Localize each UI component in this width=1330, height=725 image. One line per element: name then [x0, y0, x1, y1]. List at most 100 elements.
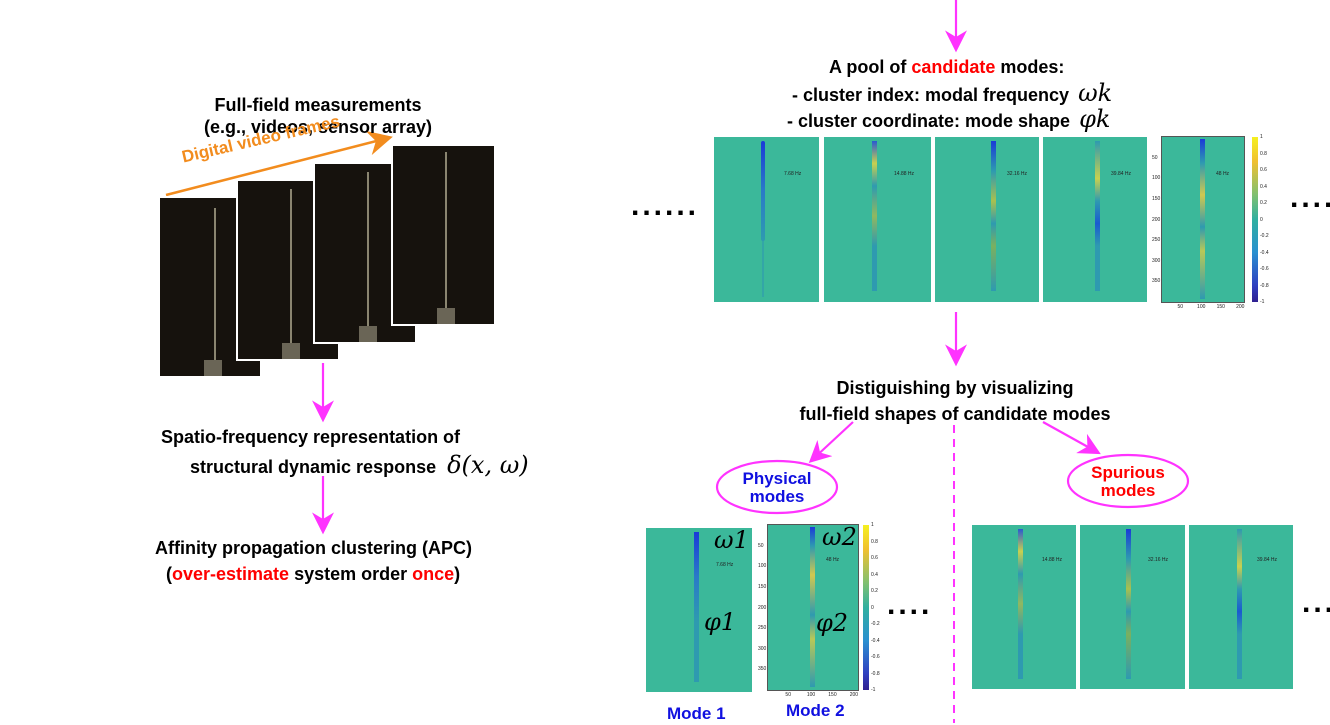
pool-coord-math: φk [1079, 105, 1111, 133]
spurious-panel-2: 32.16 Hz [1080, 525, 1185, 689]
spurious-panel-1: 14.88 Hz [972, 525, 1076, 689]
spatio-line1: Spatio-frequency representation of [161, 427, 461, 447]
video-frame-4 [391, 144, 496, 326]
pool-index-line: - cluster index: modal frequency ωk [792, 79, 1113, 107]
mode2-colorbar-tick: 1 [871, 522, 874, 528]
mode2-panel: 48 Hz ω2 φ2 [767, 523, 859, 691]
pool-title: A pool of candidate modes: [829, 57, 1065, 77]
pool-colorbar-tick: 0.6 [1260, 167, 1267, 173]
mode2-xaxis-tick: 100 [806, 692, 816, 698]
mode2-colorbar-tick: -0.2 [871, 621, 880, 627]
pool-colorbar-tick: -0.2 [1260, 233, 1269, 239]
pool-colorbar-tick: 0.4 [1260, 183, 1267, 190]
apc-red-overestimate: over-estimate [172, 564, 290, 584]
pool-freq-1: 7.68 Hz [784, 171, 802, 177]
spurious-label-line1: Spurious [1091, 463, 1165, 482]
mode2-colorbar [863, 525, 869, 690]
mode2-yaxis-tick: 50 [758, 542, 764, 549]
apc-red-once: once [412, 564, 455, 584]
distinguish-line1: Distiguishing by visualizing [836, 378, 1074, 398]
measurements-line1: Full-field measurements [214, 95, 422, 115]
distinguish-line2: full-field shapes of candidate modes [799, 404, 1111, 424]
mode2-yaxis-tick: 300 [758, 645, 767, 652]
pool-colorbar-tick: -0.4 [1260, 249, 1269, 256]
mode2-colorbar-tick: -0.8 [871, 670, 880, 677]
pool-xaxis-tick: 50 [1177, 304, 1184, 310]
mode2-colorbar-tick: 0.2 [871, 588, 878, 594]
pool-yaxis-tick: 200 [1152, 216, 1161, 223]
arrow-to-spurious [1042, 421, 1101, 455]
mode2-colorbar-tick: 0.6 [871, 555, 878, 561]
physical-ellipse [715, 459, 839, 515]
mode2-yaxis-tick: 100 [758, 563, 767, 570]
mode2-yaxis-tick: 150 [758, 583, 767, 590]
distinguish-title: Distiguishing by visualizing full-field … [760, 377, 1150, 425]
pool-colorbar-tick: -1 [1260, 299, 1265, 305]
mode1-label: Mode 1 [667, 704, 726, 723]
spurious-ellipse [1066, 453, 1190, 509]
arrow-video-frames [165, 130, 393, 197]
pool-freq-4: 39.84 Hz [1111, 171, 1132, 177]
spurious-freq-1: 14.88 Hz [1042, 557, 1063, 563]
pool-yaxis-tick: 100 [1152, 175, 1161, 182]
mode2-yaxis-tick: 200 [758, 604, 767, 611]
mode2-phi: φ2 [816, 609, 849, 637]
mode1-panel: 7.68 Hz ω1 φ1 [646, 526, 752, 692]
pool-panel-3: 32.16 Hz [935, 137, 1039, 302]
mode1-omega: ω1 [714, 526, 749, 554]
pool-xaxis-tick: 200 [1236, 304, 1245, 310]
pool-colorbar-tick: 0.8 [1260, 150, 1267, 157]
measurements-line2: (e.g., videos, sensor array) [203, 117, 433, 137]
apc-line1: Affinity propagation clustering (APC) [155, 538, 472, 558]
pool-panel-2: 14.88 Hz [824, 137, 931, 302]
pool-panel-1: 7.68 Hz [714, 137, 819, 302]
pool-coord-line: - cluster coordinate: mode shape φk [787, 105, 1111, 133]
spurious-panel-3: 39.84 Hz [1189, 525, 1293, 689]
mode2-xaxis-tick: 200 [849, 692, 859, 698]
pool-ellipsis-left: ...... [631, 189, 700, 222]
apc-line2: (over-estimate system order once) [166, 564, 461, 584]
pool-ellipsis-right: .... [1290, 181, 1330, 214]
pool-freq-2: 14.88 Hz [894, 171, 915, 177]
pool-xaxis-tick: 100 [1197, 304, 1206, 310]
mode2-colorbar-tick: 0.4 [871, 571, 878, 578]
pool-yaxis-tick: 50 [1152, 154, 1158, 161]
physical-label-line2: modes [749, 487, 805, 506]
arrow-to-physical [808, 421, 854, 463]
spurious-freq-2: 32.16 Hz [1148, 557, 1169, 563]
pool-colorbar-tick: 0.2 [1260, 200, 1267, 206]
physical-label: Physical modes [727, 470, 827, 506]
spatio-line2-wrap: structural dynamic response δ(x, ω) [190, 451, 529, 479]
mode2-colorbar-tick: -1 [871, 687, 876, 693]
pool-panel-5: 48 Hz [1161, 136, 1245, 303]
mode2-xaxis-tick: 150 [828, 692, 837, 698]
mode2-xaxis-tick: 50 [785, 692, 791, 698]
pool-colorbar-tick: -0.8 [1260, 282, 1269, 289]
mode2-colorbar-tick: 0.8 [871, 538, 878, 545]
pool-colorbar-tick: 1 [1260, 134, 1263, 140]
pool-colorbar [1252, 137, 1258, 302]
pool-xaxis-tick: 150 [1216, 304, 1225, 310]
pool-colorbar-tick: 0 [1260, 216, 1263, 223]
mode2-freq: 48 Hz [826, 557, 840, 563]
physical-ellipsis: .... [887, 588, 933, 621]
spatio-math: δ(x, ω) [447, 451, 529, 479]
pool-freq-3: 32.16 Hz [1007, 171, 1028, 177]
pool-freq-5: 48 Hz [1216, 171, 1230, 177]
mode2-yaxis-tick: 350 [758, 666, 767, 673]
pool-yaxis-tick: 350 [1152, 278, 1161, 285]
mode1-phi: φ1 [704, 608, 737, 636]
pool-panel-4: 39.84 Hz [1043, 137, 1147, 302]
spurious-label-line2: modes [1100, 481, 1156, 500]
spurious-ellipsis: ... [1302, 586, 1330, 619]
mode2-colorbar-tick: -0.4 [871, 637, 880, 644]
pool-index-math: ωk [1078, 79, 1113, 107]
physical-label-line1: Physical [742, 469, 812, 488]
mode2-omega: ω2 [822, 523, 857, 551]
spurious-freq-3: 39.84 Hz [1257, 557, 1278, 563]
mode2-yaxis-tick: 250 [758, 625, 767, 632]
pool-title-candidate: candidate [911, 57, 996, 77]
measurements-title: Full-field measurements (e.g., videos, s… [168, 94, 468, 138]
